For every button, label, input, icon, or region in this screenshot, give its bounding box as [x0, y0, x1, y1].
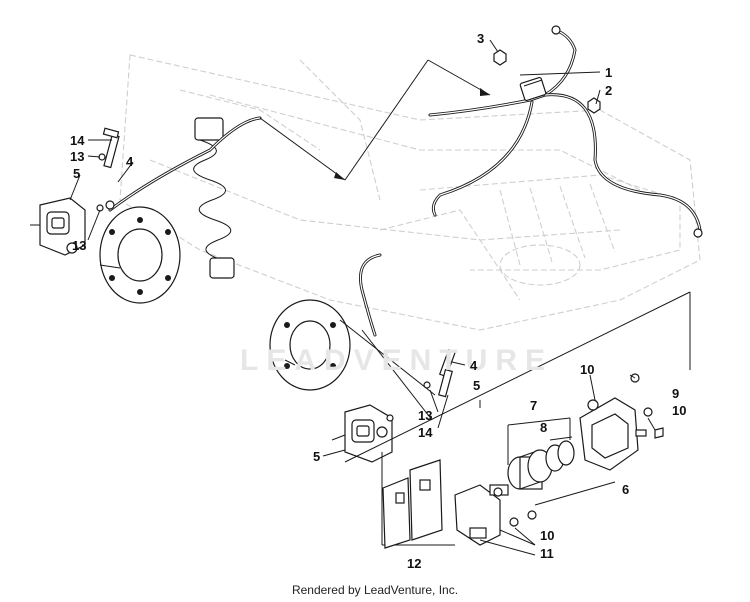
left-brake-caliper — [30, 197, 86, 256]
callout-11: 11 — [540, 546, 554, 561]
callout-8: 8 — [540, 420, 547, 435]
right-wheel-hub — [269, 299, 351, 391]
brake-pads — [382, 459, 443, 549]
callout-2: 2 — [605, 83, 612, 98]
coil-spring-shock — [193, 117, 235, 279]
callout-4-left: 4 — [126, 154, 134, 169]
arrow-connector — [259, 59, 491, 181]
caliper-body — [579, 373, 664, 471]
callout-10-top: 10 — [580, 362, 594, 377]
callout-12: 12 — [407, 556, 421, 571]
washers-and-pins — [479, 374, 656, 556]
left-caliper-bolts — [96, 127, 120, 212]
callout-14-right: 14 — [418, 425, 433, 440]
callout-5-right: 5 — [313, 449, 320, 464]
left-wheel-hub — [99, 206, 181, 304]
callout-3: 3 — [477, 31, 484, 46]
caliper-pistons — [507, 417, 575, 490]
callout-1: 1 — [605, 65, 612, 80]
brake-hose-left — [108, 116, 262, 212]
right-caliper-bolts — [386, 348, 456, 422]
callout-13-left-bottom: 13 — [72, 238, 86, 253]
callout-5-right-frame: 5 — [473, 378, 480, 393]
bolt-part-2 — [587, 97, 601, 114]
callout-7: 7 — [530, 398, 537, 413]
callout-13-right: 13 — [418, 408, 432, 423]
callout-14-left: 14 — [70, 133, 85, 148]
callout-9: 9 — [672, 386, 679, 401]
brake-line-main — [428, 25, 703, 238]
callouts: 1 2 3 14 13 4 5 13 4 5 13 14 5 7 8 10 9 … — [70, 31, 686, 571]
callout-10-right: 10 — [672, 403, 686, 418]
callout-10-bottom: 10 — [540, 528, 554, 543]
callout-13-left-top: 13 — [70, 149, 84, 164]
watermark-text: LEADVENTURE — [240, 344, 553, 377]
exploded-view-frame — [344, 291, 691, 546]
callout-4-right: 4 — [470, 358, 478, 373]
brake-hose-right — [359, 253, 382, 337]
footer-credit: Rendered by LeadVenture, Inc. — [291, 583, 459, 597]
vehicle-frame-sketch — [119, 54, 701, 331]
callout-5-left: 5 — [73, 166, 80, 181]
callout-6: 6 — [622, 482, 629, 497]
leader-lines — [69, 39, 601, 457]
nut-part-3 — [493, 49, 507, 66]
right-brake-caliper — [331, 404, 393, 463]
caliper-bracket — [454, 484, 509, 546]
brake-junction-block — [519, 76, 547, 102]
